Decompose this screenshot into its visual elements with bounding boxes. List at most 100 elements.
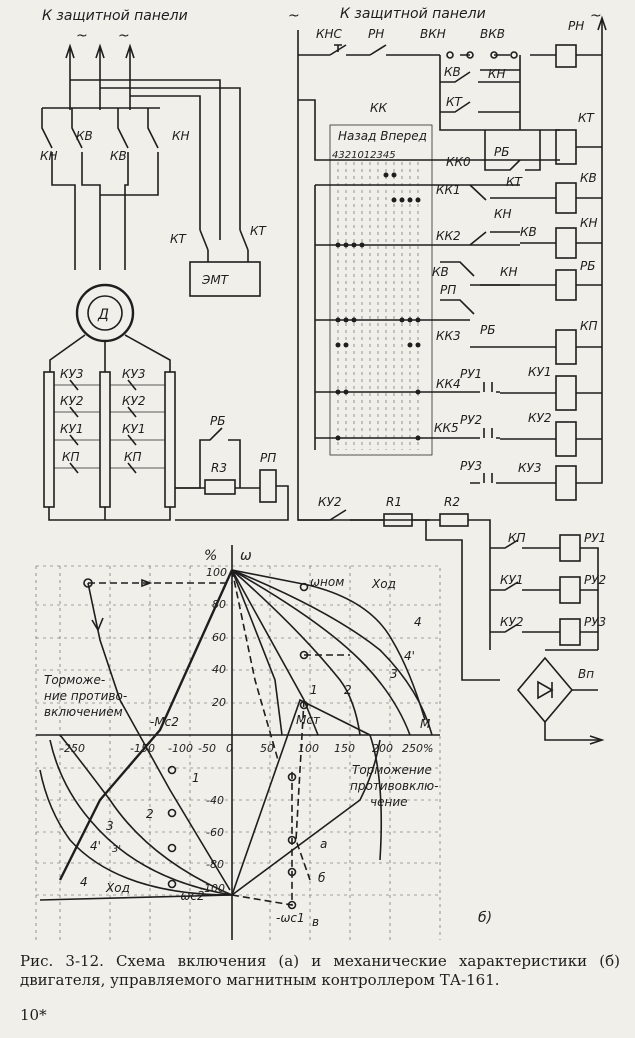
contact-kv-1: КВ [76,129,93,143]
step-ku3-left: КУ3 [60,367,83,381]
characteristics-graph: % ω 100 80 60 40 20 -40 -60 -80 -100 -25… [35,545,492,940]
step-kp-left: КП [62,450,80,464]
resistor-r1 [383,513,413,527]
kn-kv-switch-left [41,108,83,168]
torm-left-1: Торможе- [44,673,105,687]
right-tilde-left: ~ [288,8,300,24]
label-hod-bottom: Ход [105,881,130,895]
xtick-0: 0 [226,742,233,755]
upper-curves [58,569,433,881]
curve-3 [231,569,361,736]
label-rb1: РБ [494,145,509,159]
brake-magnet-label: ЭМТ [201,273,230,287]
curve-low-2 [49,739,233,896]
right-tilde-right: ~ [590,8,602,24]
label-ku1-coil: КУ1 [528,365,551,379]
label-kp-coil: КП [580,319,598,333]
step-ku1-left: КУ1 [60,422,83,436]
emt-leads [207,250,249,262]
rotor-leads [49,334,171,372]
xtick-neg50: -50 [198,742,216,755]
curve-label-b3: 3 [106,819,114,833]
label-ku1-b: КУ1 [500,573,523,587]
curve-label-1: 1 [310,683,318,697]
ru-block-ku1 [490,581,560,591]
rectifier-arrow [589,735,605,745]
label-ru3-c: РУ3 [584,615,606,629]
kv-kn-rb-branch [440,261,520,286]
arrow-left-icon [141,578,153,588]
right-panel-title: К защитной панели [340,6,486,22]
rb-branch [175,427,241,489]
contact-kt-2: КТ [250,224,268,238]
curve-4prime [231,569,411,736]
dash-b [295,699,311,881]
label-r2: R2 [444,495,460,509]
curve-label-4: 4 [414,615,422,629]
kk0-row [298,99,560,161]
label-vkn: ВКН [420,27,446,41]
bus-a [70,79,221,230]
step-ku2-left: КУ2 [60,394,83,408]
label-r1: R1 [386,495,402,509]
contact-kn-1: КН [40,149,58,163]
supply-arrow-1 [65,43,75,110]
label-kt-coil: КТ [578,111,596,125]
label-hod-top: Ход [371,577,396,591]
r1r2-tap [425,520,500,681]
torm-right-1: Торможение [352,763,432,777]
motor-leads [51,168,159,270]
resistor-2 [99,371,111,508]
label-ru2: РУ2 [460,413,482,427]
curve-right-lower [231,739,381,896]
letter-a: а [320,837,327,851]
kt-contact-1 [440,101,520,113]
label-omega-c2: -ωс2 [176,889,205,903]
ru-contacts [470,382,500,484]
label-ku2-coil: КУ2 [528,411,551,425]
label-kv3: КВ [432,265,449,279]
label-vp: Вп [578,667,594,681]
label-kp-b: КП [508,531,526,545]
label-kt1: КТ [446,95,464,109]
axis-omega: ω [240,548,252,564]
interlock-web [439,55,521,131]
xtick-250: 250% [402,742,433,755]
resistor-r3 [204,479,236,495]
rectifier-vp [516,656,574,724]
label-kn3: КН [500,265,518,279]
label-kk5: КК5 [434,421,459,435]
step-ku2-right: КУ2 [122,394,145,408]
label-ku2-b: КУ2 [500,615,523,629]
letter-v: в [312,915,319,929]
resistor-star [48,507,171,521]
step-contact-switches [69,379,137,474]
vkn-node-1 [446,51,454,59]
curve-rev-line [58,569,234,881]
bus-c [130,95,201,230]
label-kv2: КВ [520,225,537,239]
label-rn-top: РН [368,27,384,41]
label-ku2-bot: КУ2 [318,495,341,509]
contact-kv-2: КВ [110,149,127,163]
label-rn-coil: РН [568,19,584,33]
ytick-20: 20 [212,696,226,709]
ru2-coil [559,576,581,604]
dash-c1 [231,770,293,906]
label-ru2-c: РУ2 [584,573,606,587]
label-rb2: РБ [480,323,495,337]
supply-arrow-3 [125,43,135,110]
kt-contacts [199,229,249,251]
ytick-neg60: -60 [206,826,224,839]
kn-interlock [469,184,520,201]
resistor-3 [164,371,176,508]
motor-circle-inner [87,295,123,331]
curve-dash-a [231,569,279,761]
contact-kt-1: КТ [170,232,188,246]
label-kv1: КВ [444,65,461,79]
label-kn2: КН [494,207,512,221]
label-kk3: КК3 [436,329,461,343]
xtick-neg150: -150 [130,742,155,755]
label-omega-nom: ωном [310,575,344,589]
graph-frame [35,565,441,940]
